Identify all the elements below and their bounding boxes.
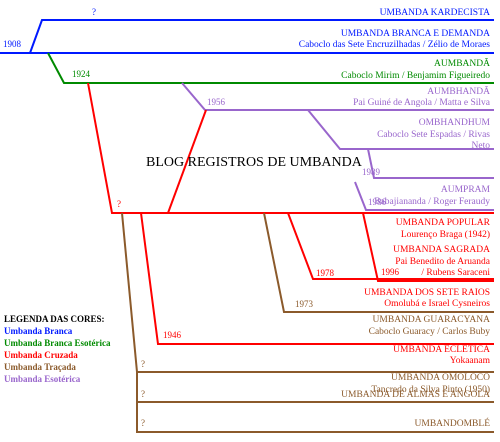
branch-labels: UMBANDA KARDECISTA UMBANDA BRANCA E DEMA… bbox=[299, 8, 491, 429]
label-branca-demanda: UMBANDA BRANCA E DEMANDA bbox=[341, 29, 490, 39]
branch-esoterica-branca-lines bbox=[47, 52, 494, 84]
legend-item-esoterica: Umbanda Esotérica bbox=[4, 374, 81, 384]
color-legend: LEGENDA DAS CORES: Umbanda Branca Umband… bbox=[4, 314, 111, 384]
year-unknown-red: ? bbox=[117, 199, 121, 209]
year-1986: 1986 bbox=[368, 197, 387, 207]
year-unknown-top: ? bbox=[92, 7, 96, 17]
label-aumbanda: AUMBANDÃ bbox=[434, 57, 490, 69]
label-ecletica-visible: UMBANDA ECLÉTICA bbox=[393, 343, 490, 355]
line-red-trunk bbox=[87, 82, 494, 214]
year-1973: 1973 bbox=[295, 299, 314, 309]
line-guaracyana bbox=[263, 212, 494, 313]
legend-item-branca: Umbanda Branca bbox=[4, 326, 73, 336]
label-ombhandhum: OMBHANDHUM bbox=[419, 118, 491, 128]
line-ombhandhum bbox=[307, 109, 494, 150]
label-omoloco: UMBANDA OMOLOCÔ bbox=[391, 371, 490, 383]
label-sagrada: UMBANDA SAGRADA bbox=[393, 245, 490, 255]
year-1924: 1924 bbox=[72, 69, 91, 79]
year-unknown-omoloco: ? bbox=[141, 359, 145, 369]
branch-umbanda-branca-lines bbox=[0, 19, 494, 54]
line-aumpram bbox=[354, 181, 494, 211]
line-sete-raios bbox=[287, 212, 494, 280]
year-labels: 1908 ? 1924 1956 1989 1986 ? 1996 1978 1… bbox=[3, 7, 400, 428]
founder-sete-raios: Omolubá e Israel Cysneiros bbox=[384, 299, 490, 309]
founder-aumpram: Babajiananda / Roger Feraudy bbox=[374, 197, 490, 207]
line-tracada-trunk bbox=[136, 372, 494, 433]
founder-branca-demanda: Caboclo das Sete Encruzilhadas / Zélio d… bbox=[299, 40, 491, 50]
label-popular: UMBANDA POPULAR bbox=[396, 218, 491, 228]
blog-watermark: BLOG REGISTROS DE UMBANDA bbox=[146, 155, 363, 170]
founder-ecletica: Yokaanam bbox=[450, 356, 491, 366]
founder-guaracyana: Caboclo Guaracy / Carlos Buby bbox=[369, 327, 491, 337]
founder-ombhandhum-2: Neto bbox=[472, 141, 491, 151]
branch-cruzada-lines bbox=[87, 82, 494, 345]
label-almas-angola-visible: UMBANDA DE ALMAS E ANGOLA bbox=[341, 390, 490, 400]
founder-ombhandhum: Caboclo Sete Espadas / Rivas bbox=[377, 130, 490, 140]
label-sete-raios-visible: UMBANDA DOS SETE RAIOS bbox=[364, 288, 490, 298]
year-1996: 1996 bbox=[381, 267, 400, 277]
label-aumpram: AUMPRAM bbox=[441, 185, 491, 195]
founder-omoloco: Tancredo da Silva Pinto (1950) bbox=[371, 384, 490, 395]
founder-sagrada-2: / Rubens Saraceni bbox=[421, 268, 490, 278]
year-unknown-almas: ? bbox=[141, 389, 145, 399]
year-1989: 1989 bbox=[362, 167, 381, 177]
branch-tracada-lines bbox=[121, 212, 494, 433]
legend-title: LEGENDA DAS CORES: bbox=[4, 314, 105, 324]
legend-item-cruzada: Umbanda Cruzada bbox=[4, 350, 78, 360]
founder-aumbanda: Caboclo Mirim / Benjamim Figueiredo bbox=[341, 71, 490, 81]
year-unknown-umbandomble: ? bbox=[141, 418, 145, 428]
legend-item-tracada: Umbanda Traçada bbox=[4, 362, 76, 372]
label-guaracyana: UMBANDA GUARACYANA bbox=[373, 315, 491, 325]
line-red-diagonal bbox=[167, 109, 207, 214]
legend-item-branca-esoterica: Umbanda Branca Esotérica bbox=[4, 338, 111, 348]
line-sagrada bbox=[362, 212, 494, 282]
founder-aumbhanda: Pai Guiné de Angola / Matta e Silva bbox=[353, 98, 491, 108]
line-aumbanda bbox=[47, 52, 494, 84]
founder-sagrada: Pai Benedito de Aruanda bbox=[395, 257, 490, 267]
label-kardecista: UMBANDA KARDECISTA bbox=[380, 8, 490, 18]
line-ecletica bbox=[140, 212, 494, 345]
line-ombhandhum-sub bbox=[367, 148, 494, 179]
label-aumbhanda: AUMBHANDÃ bbox=[427, 85, 490, 97]
founder-popular: Lourenço Braga (1942) bbox=[401, 229, 490, 240]
year-1956: 1956 bbox=[207, 97, 226, 107]
year-1908: 1908 bbox=[3, 39, 22, 49]
line-kardecista bbox=[29, 19, 494, 54]
label-umbandomble: UMBANDOMBLÉ bbox=[415, 417, 491, 429]
year-1946: 1946 bbox=[163, 330, 182, 340]
year-1978: 1978 bbox=[316, 268, 335, 278]
